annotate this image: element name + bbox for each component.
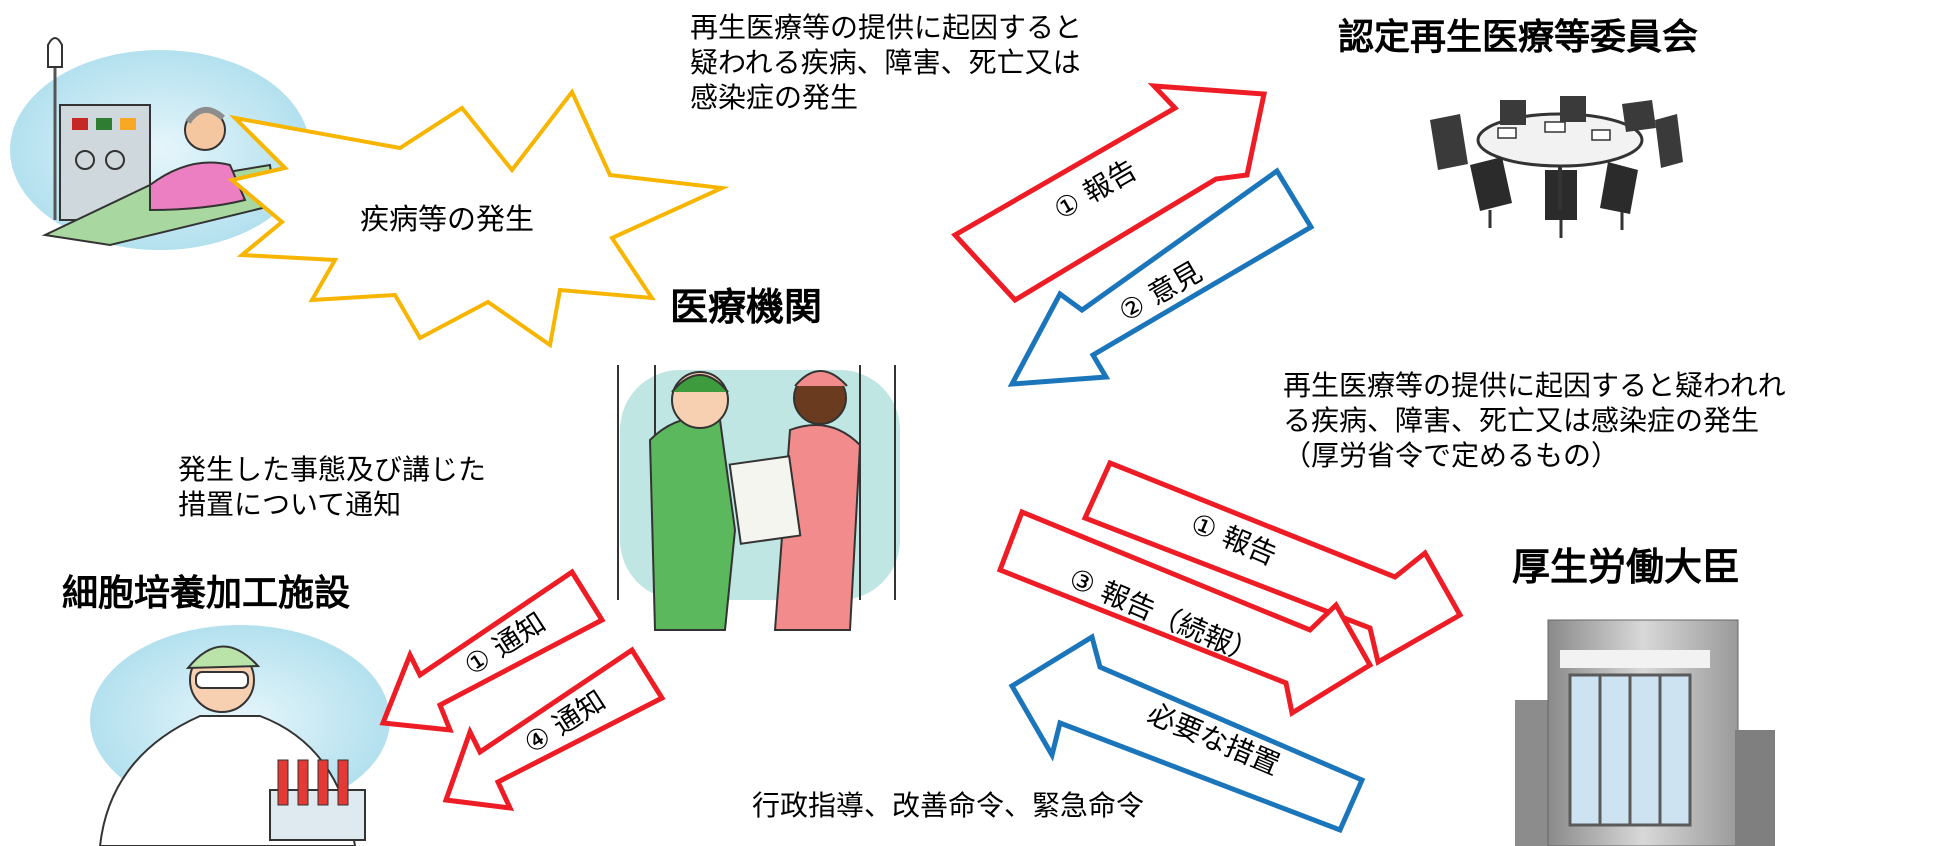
minister-description-line-3: （厚労省令で定めるもの） [1283, 439, 1620, 472]
minister-description-line-1: 再生医療等の提供に起因すると疑われれ [1283, 369, 1786, 402]
minister-title: 厚生労働大臣 [1512, 545, 1741, 589]
committee-description: 再生医療等の提供に起因すると 疑われる疾病、障害、死亡又は 感染症の発生 [690, 10, 1082, 115]
facility-description-line-2: 措置について通知 [178, 488, 402, 521]
burst-label: 疾病等の発生 [360, 202, 535, 236]
arrow-committee-report: ① 報告 [951, 83, 1268, 304]
medical-institution-title: 医療機関 [670, 285, 823, 329]
lab-worker-illustration [90, 625, 390, 846]
committee-illustration [1430, 96, 1683, 238]
minister-description: 再生医療等の提供に起因すると疑われれ る疾病、障害、死亡又は感染症の発生 （厚労… [1283, 368, 1786, 473]
facility-description-line-1: 発生した事態及び講じた [178, 453, 487, 486]
committee-description-line-1: 再生医療等の提供に起因すると [690, 11, 1083, 44]
facility-description: 発生した事態及び講じた 措置について通知 [178, 452, 486, 522]
bottom-description: 行政指導、改善命令、緊急命令 [752, 789, 1145, 822]
committee-description-line-2: 疑われる疾病、障害、死亡又は [690, 46, 1081, 79]
committee-title: 認定再生医療等委員会 [1338, 17, 1699, 58]
patient-illustration [10, 37, 310, 250]
arrow-minister-report: ① 報告 [1081, 459, 1464, 666]
medical-staff-illustration [617, 365, 900, 631]
minister-description-line-2: る疾病、障害、死亡又は感染症の発生 [1283, 404, 1760, 437]
facility-title: 細胞培養加工施設 [62, 573, 351, 614]
incident-burst-shape [227, 88, 730, 349]
committee-description-line-3: 感染症の発生 [690, 81, 859, 114]
ministry-building-illustration [1515, 619, 1775, 846]
